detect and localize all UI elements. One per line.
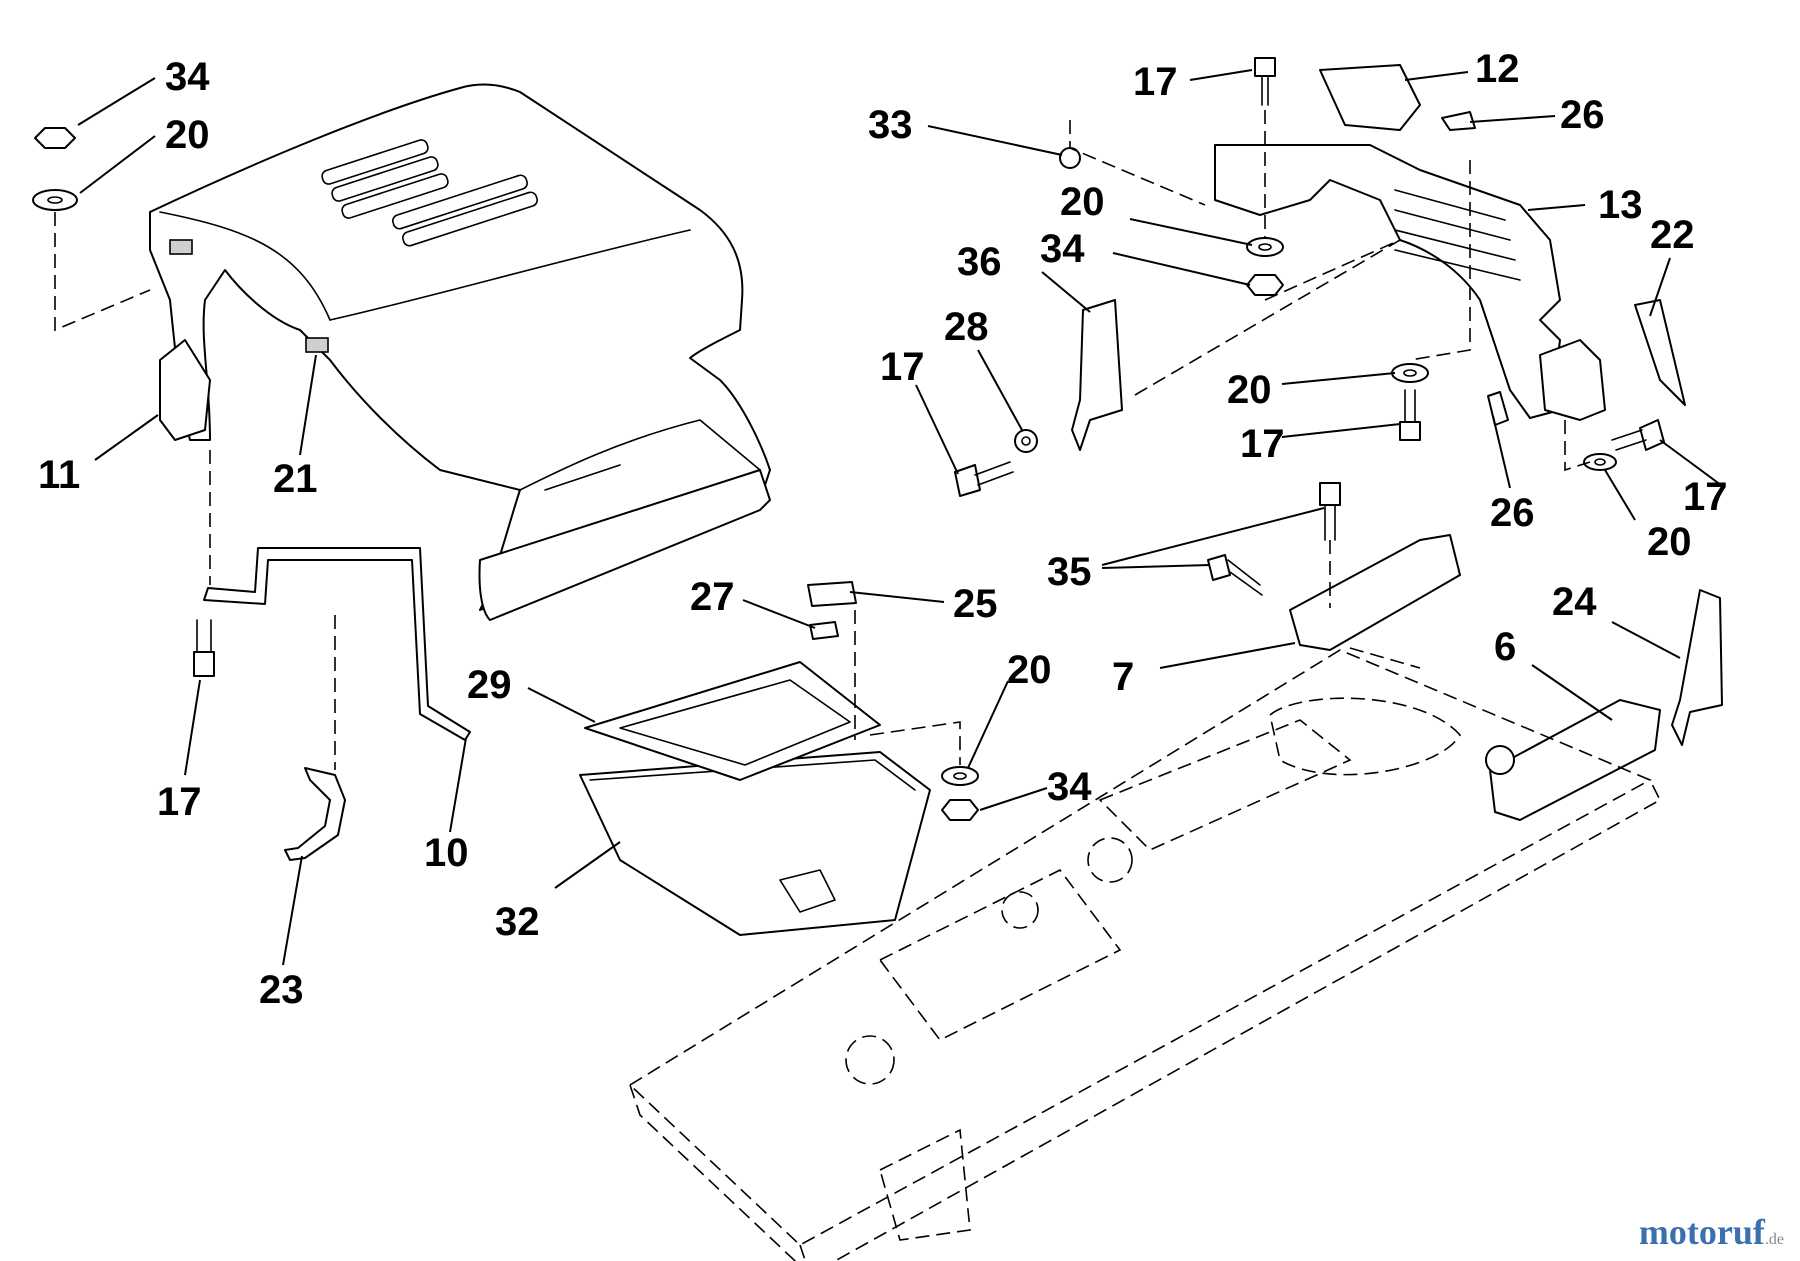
battery-tray-32 xyxy=(579,751,931,936)
callout-20: 20 xyxy=(1007,648,1052,692)
callout-32: 32 xyxy=(495,900,540,944)
callout-21: 21 xyxy=(273,457,318,501)
callout-29: 29 xyxy=(467,663,512,707)
grille-part-13 xyxy=(1214,144,1606,421)
clip-26b xyxy=(1487,391,1509,426)
callout-17: 17 xyxy=(157,780,202,824)
callout-22: 22 xyxy=(1650,213,1695,257)
callout-17: 17 xyxy=(1240,422,1285,466)
assembly-lines xyxy=(54,110,1591,770)
watermark-brand: motoruf xyxy=(1638,1212,1765,1252)
grille-plate-12 xyxy=(1319,64,1421,131)
callout-25: 25 xyxy=(953,582,998,626)
plate-25 xyxy=(807,581,857,607)
bracket-24 xyxy=(1671,589,1723,746)
bracket-7 xyxy=(1289,534,1461,651)
callout-20: 20 xyxy=(1060,180,1105,224)
callout-26: 26 xyxy=(1560,93,1605,137)
callout-17: 17 xyxy=(880,345,925,389)
hood-vents xyxy=(321,139,538,247)
bracket-6 xyxy=(1489,699,1661,821)
callout-35: 35 xyxy=(1047,550,1092,594)
washer-20-d xyxy=(1391,363,1429,383)
callout-20: 20 xyxy=(165,113,210,157)
callout-11: 11 xyxy=(38,453,80,497)
callout-33: 33 xyxy=(868,103,913,147)
callout-7: 7 xyxy=(1112,655,1134,699)
callout-34: 34 xyxy=(165,55,210,99)
callout-27: 27 xyxy=(690,575,735,619)
callout-34: 34 xyxy=(1040,227,1085,271)
bolt-35-a xyxy=(1319,482,1341,541)
callout-24: 24 xyxy=(1552,580,1597,624)
callout-36: 36 xyxy=(957,240,1002,284)
hood-rod-10 xyxy=(203,547,471,741)
washer-20-c xyxy=(1246,237,1284,257)
callout-20: 20 xyxy=(1647,520,1692,564)
watermark-logo: motoruf.de xyxy=(1639,1211,1784,1253)
washer-20-a xyxy=(32,189,78,211)
callout-6: 6 xyxy=(1494,625,1516,669)
bolt-17-mid xyxy=(1399,389,1421,441)
watermark-tld: .de xyxy=(1764,1231,1784,1248)
nut-34-c xyxy=(1246,274,1284,296)
nut-26a xyxy=(1441,111,1476,131)
nut-34-a xyxy=(34,127,76,149)
battery-frame-29 xyxy=(584,661,881,781)
nut-34-b xyxy=(941,799,979,821)
callout-17: 17 xyxy=(1133,60,1178,104)
callout-17: 17 xyxy=(1683,475,1728,519)
side-panel-11 xyxy=(159,339,211,441)
lock-washer-28 xyxy=(1014,429,1038,453)
bolt-17-right xyxy=(1611,419,1665,451)
callout-23: 23 xyxy=(259,968,304,1012)
callout-26: 26 xyxy=(1490,491,1535,535)
callout-labels: 34 20 11 21 17 23 10 32 29 27 25 20 34 3… xyxy=(38,47,1728,1012)
chassis-frame xyxy=(628,649,1662,1261)
bolt-17-top xyxy=(1254,57,1276,106)
bolt-6-head xyxy=(1485,745,1515,775)
cap-33 xyxy=(1059,147,1081,169)
leader-lines xyxy=(77,69,1726,966)
washer-20-e xyxy=(1583,453,1617,471)
callout-12: 12 xyxy=(1475,47,1520,91)
washer-20-b xyxy=(941,766,979,786)
callout-28: 28 xyxy=(944,305,989,349)
callout-13: 13 xyxy=(1598,183,1643,227)
hood-part xyxy=(149,83,771,621)
callout-34: 34 xyxy=(1047,765,1092,809)
clip-23 xyxy=(284,767,346,861)
bolt-17-hood xyxy=(193,619,215,677)
bolt-17-left xyxy=(954,461,1014,497)
bracket-36 xyxy=(1071,299,1123,451)
callout-20: 20 xyxy=(1227,368,1272,412)
bracket-22 xyxy=(1634,299,1686,406)
plate-27 xyxy=(809,621,839,640)
callout-10: 10 xyxy=(424,831,469,875)
bolt-35-b xyxy=(1207,554,1263,596)
